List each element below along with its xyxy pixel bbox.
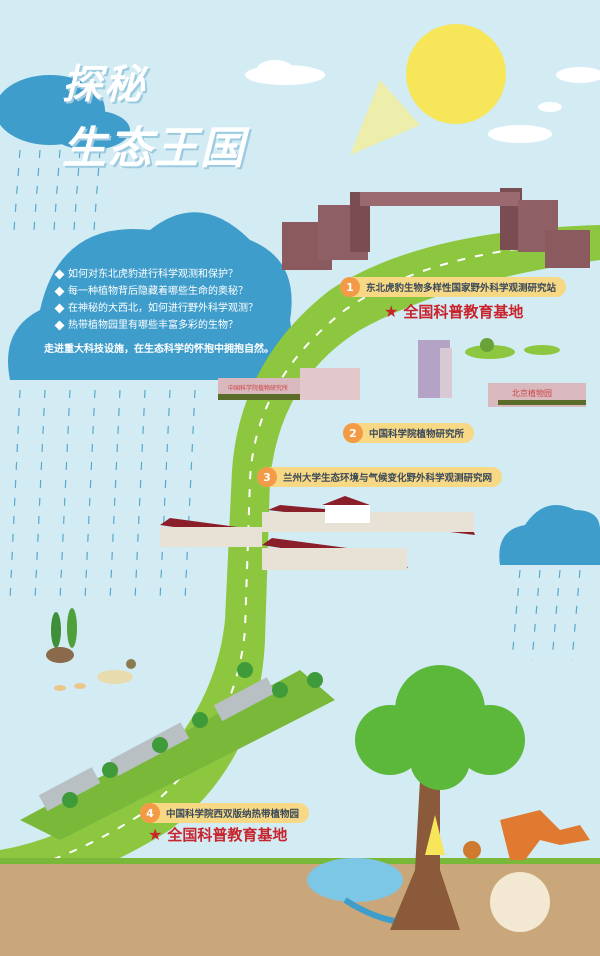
station-3-label[interactable]: 3 兰州大学生态环境与气候变化野外科学观测研究网 bbox=[257, 467, 503, 487]
station-3-buildings bbox=[160, 496, 475, 570]
station-1-gate bbox=[282, 188, 590, 270]
badge-text: 全国科普教育基地 bbox=[167, 826, 288, 844]
white-clouds bbox=[245, 60, 600, 143]
station-name: 中国科学院植物研究所 bbox=[369, 429, 465, 440]
sun-ray bbox=[350, 80, 420, 155]
sun bbox=[406, 24, 506, 124]
station-2-label[interactable]: 2 中国科学院植物研究所 bbox=[343, 423, 475, 443]
station-1-badge: ★ 全国科普教育基地 bbox=[384, 301, 523, 322]
question-item: 在神秘的大西北，如何进行野外科学观测？ bbox=[54, 300, 284, 317]
question-item: 如何对东北虎豹进行科学观测和保护？ bbox=[54, 266, 284, 283]
fox bbox=[500, 810, 590, 860]
title-line-2: 生态王国 bbox=[62, 123, 246, 174]
squirrel bbox=[463, 841, 481, 859]
station-number: 4 bbox=[140, 803, 160, 823]
question-item: 每一种植物背后隐藏着哪些生命的奥秘？ bbox=[54, 283, 284, 300]
slogan: 走进重大科技设施，在生态科学的怀抱中拥抱自然。 bbox=[44, 344, 274, 355]
star-icon: ★ bbox=[384, 302, 399, 321]
question-item: 热带植物园里有哪些丰富多彩的生物？ bbox=[54, 317, 284, 334]
station-1-label[interactable]: 1 东北虎豹生物多样性国家野外科学观测研究站 bbox=[340, 277, 567, 297]
tree bbox=[355, 665, 550, 932]
station-number: 1 bbox=[340, 277, 360, 297]
question-list: 如何对东北虎豹进行科学观测和保护？ 每一种植物背后隐藏着哪些生命的奥秘？ 在神秘… bbox=[54, 266, 284, 334]
station-name: 兰州大学生态环境与气候变化野外科学观测研究网 bbox=[283, 473, 493, 484]
star-icon: ★ bbox=[148, 825, 163, 844]
rain-left bbox=[9, 149, 196, 601]
rain-right bbox=[511, 569, 581, 661]
station-4-garden bbox=[20, 662, 335, 840]
station-2-buildings bbox=[218, 338, 586, 407]
pond bbox=[307, 858, 403, 902]
sign-institute: 中国科学院植物研究所 bbox=[228, 385, 289, 392]
station-4-label[interactable]: 4 中国科学院西双版纳热带植物园 bbox=[140, 803, 310, 823]
sign-botanical-garden: 北京植物园 bbox=[512, 389, 552, 398]
station-number: 2 bbox=[343, 423, 363, 443]
station-name: 中国科学院西双版纳热带植物园 bbox=[166, 809, 300, 820]
station-4-badge: ★ 全国科普教育基地 bbox=[148, 824, 287, 845]
station-name: 东北虎豹生物多样性国家野外科学观测研究站 bbox=[366, 283, 557, 294]
title-line-1: 探秘 bbox=[62, 62, 146, 108]
station-number: 3 bbox=[257, 467, 277, 487]
ducks-and-bushes bbox=[46, 608, 136, 691]
badge-text: 全国科普教育基地 bbox=[403, 303, 524, 321]
